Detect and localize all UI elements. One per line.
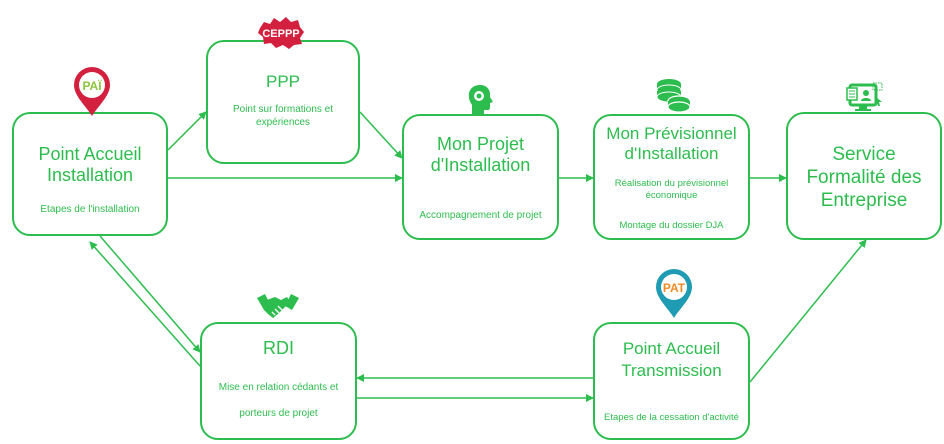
arrow-pat-to-service bbox=[749, 239, 867, 383]
pai-pin: PAÏ bbox=[72, 66, 112, 118]
subtitle-line: Réalisation du prévisionnel bbox=[614, 178, 729, 189]
title-line: d'Installation bbox=[430, 154, 531, 175]
cepp-badge-icon: CEPPP bbox=[258, 17, 304, 49]
arrow-rdi-to-pai bbox=[89, 241, 201, 367]
node-service-formalite-entreprise[interactable]: Service Formalité des Entreprise bbox=[786, 112, 942, 240]
lightbulb-head-icon bbox=[468, 85, 493, 115]
title-line: Service bbox=[832, 144, 896, 165]
node-ppp[interactable]: PPP Point sur formations et expériences bbox=[206, 40, 360, 164]
node-title: PPP bbox=[265, 72, 301, 91]
node-title: Point Accueil Installation bbox=[14, 144, 166, 185]
map-pin-icon: PAT bbox=[656, 269, 692, 318]
handshake-icon bbox=[257, 294, 299, 318]
node-subtitle: Point sur formations et expériences bbox=[214, 104, 352, 129]
node-title: RDI bbox=[263, 338, 294, 358]
service-icon bbox=[846, 82, 884, 112]
coins-icon bbox=[656, 79, 691, 113]
node-mon-projet-installation[interactable]: Mon Projet d'Installation Accompagnement… bbox=[402, 114, 559, 240]
node-subtitle: Montage du dossier DJA bbox=[619, 220, 724, 231]
title-line: Formalité des bbox=[806, 166, 922, 188]
previsionnel-icon bbox=[654, 78, 692, 114]
node-subtitle: Etapes de l'installation bbox=[40, 204, 140, 215]
title-line: Transmission bbox=[621, 361, 722, 381]
title-line: Installation bbox=[46, 164, 134, 185]
arrow-ppp-to-projet bbox=[359, 111, 403, 159]
projet-icon bbox=[466, 84, 494, 116]
node-subtitle: porteurs de projet bbox=[239, 408, 318, 419]
title-line: d'Installation bbox=[624, 143, 719, 163]
node-subtitle: Accompagnement de projet bbox=[419, 210, 542, 221]
title-line: Entreprise bbox=[820, 189, 908, 211]
title-line: Point Accueil bbox=[622, 339, 721, 358]
map-pin-icon: PAÏ bbox=[74, 67, 110, 116]
node-title: Service Formalité des Entreprise bbox=[788, 144, 940, 212]
node-subtitle: Etapes de la cessation d'activité bbox=[604, 412, 739, 423]
node-subtitle: Réalisation du prévisionnel économique bbox=[601, 178, 742, 202]
subtitle-line: Point sur formations et bbox=[232, 104, 334, 115]
node-subtitle: Mise en relation cédants et bbox=[218, 382, 339, 393]
node-point-accueil-transmission[interactable]: Point Accueil Transmission Etapes de la … bbox=[593, 322, 750, 440]
arrow-pai-to-ppp bbox=[167, 111, 207, 151]
node-title: Mon Prévisionnel d'Installation bbox=[595, 124, 748, 163]
node-title: Mon Projet d'Installation bbox=[404, 134, 557, 175]
rdi-icon bbox=[256, 292, 300, 322]
title-line: Mon Prévisionnel bbox=[606, 124, 737, 143]
arrow-pai-to-rdi bbox=[99, 235, 201, 353]
title-line: Mon Projet bbox=[436, 134, 525, 154]
pin-label: PAÏ bbox=[82, 78, 102, 93]
subtitle-line: économique bbox=[645, 189, 698, 201]
badge-label: CEPPP bbox=[262, 28, 299, 40]
subtitle-line: expériences bbox=[256, 116, 310, 128]
computer-form-icon bbox=[846, 82, 883, 111]
ceppp-badge: CEPPP bbox=[256, 14, 306, 50]
node-mon-previsionnel-installation[interactable]: Mon Prévisionnel d'Installation Réalisat… bbox=[593, 114, 750, 240]
pin-label: PAT bbox=[663, 281, 686, 295]
node-point-accueil-installation[interactable]: Point Accueil Installation Etapes de l'i… bbox=[12, 112, 168, 236]
node-rdi[interactable]: RDI Mise en relation cédants et porteurs… bbox=[200, 322, 357, 440]
node-title: Point Accueil Transmission bbox=[595, 338, 748, 382]
pat-pin: PAT bbox=[654, 268, 694, 320]
title-line: Point Accueil bbox=[38, 144, 142, 164]
